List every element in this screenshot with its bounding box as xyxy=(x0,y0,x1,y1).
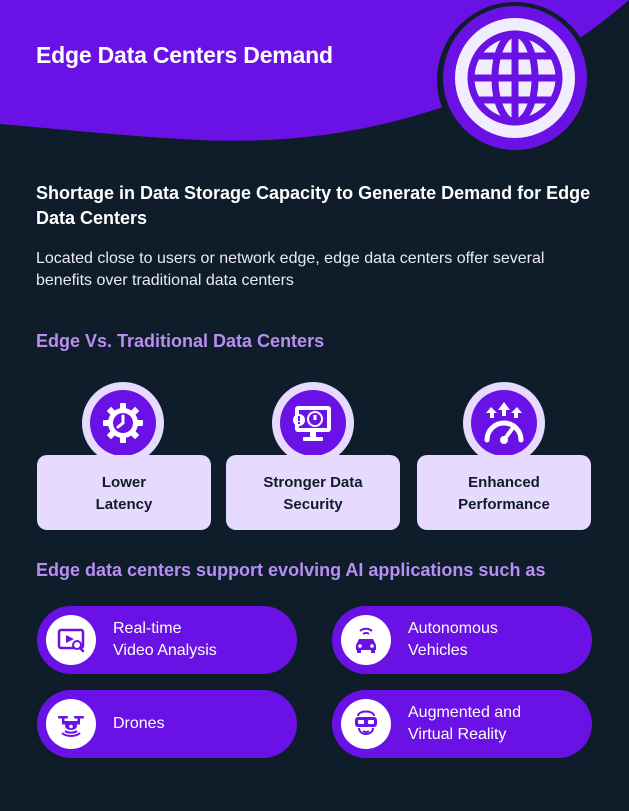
drone-icon xyxy=(58,716,84,737)
autonomous-car-icon xyxy=(356,627,376,653)
lower-latency-card: Lower Latency xyxy=(37,455,211,530)
autonomous-vehicles-label: Autonomous Vehicles xyxy=(408,620,498,659)
clock-gear-icon xyxy=(103,403,143,443)
page-title: Edge Data Centers Demand xyxy=(36,42,333,68)
app-real-time-video-analysis: Real-time Video Analysis xyxy=(37,606,297,674)
enhanced-performance-card: Enhanced Performance xyxy=(417,455,591,530)
lower-latency-label: Lower Latency xyxy=(95,474,153,513)
app-augmented-virtual-reality: Augmented and Virtual Reality xyxy=(332,690,592,758)
real-time-video-analysis-label: Real-time Video Analysis xyxy=(113,620,217,659)
stronger-data-security-label: Stronger Data Security xyxy=(263,474,363,513)
vr-headset-icon xyxy=(355,710,377,735)
app-autonomous-vehicles: Autonomous Vehicles xyxy=(332,606,592,674)
security-monitor-icon xyxy=(293,406,331,441)
applications-heading: Edge data centers support evolving AI ap… xyxy=(36,560,546,580)
data-security-icon-badge xyxy=(272,382,354,464)
intro-text: Located close to users or network edge, … xyxy=(36,250,545,289)
stronger-data-security-card: Stronger Data Security xyxy=(226,455,400,530)
drones-label: Drones xyxy=(113,715,165,732)
video-analysis-icon xyxy=(57,628,85,653)
enhanced-performance-label: Enhanced Performance xyxy=(458,474,550,513)
lower-latency-icon-badge xyxy=(82,382,164,464)
performance-icon-badge xyxy=(463,382,545,464)
augmented-virtual-reality-label: Augmented and Virtual Reality xyxy=(408,704,521,743)
comparison-heading: Edge Vs. Traditional Data Centers xyxy=(36,331,325,351)
app-drones: Drones xyxy=(37,690,297,758)
globe-icon xyxy=(437,2,593,158)
performance-gauge-icon xyxy=(484,402,524,444)
headline: Shortage in Data Storage Capacity to Gen… xyxy=(36,183,591,228)
